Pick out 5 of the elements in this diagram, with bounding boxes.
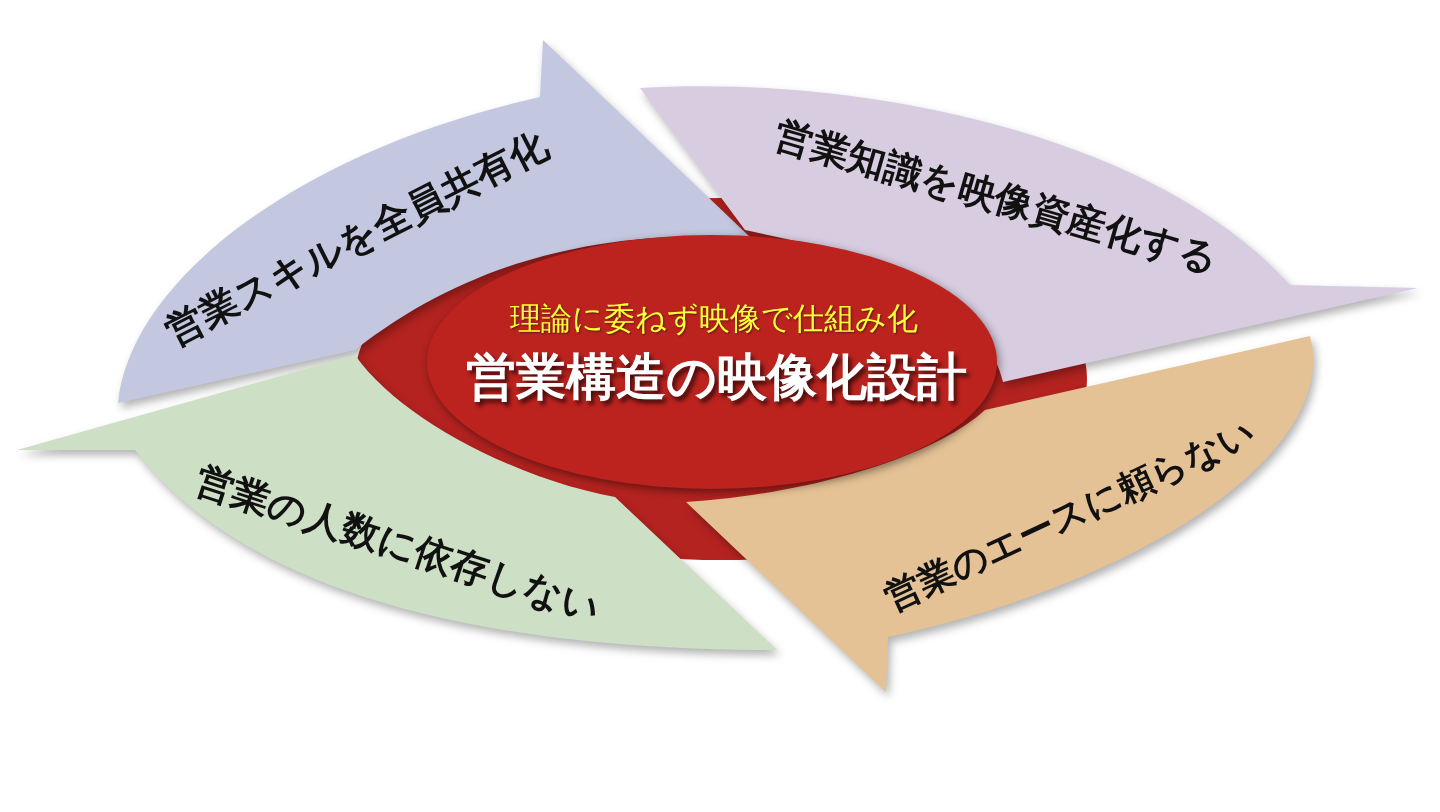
hub-title: 営業構造の映像化設計	[465, 350, 967, 404]
hub-subtitle: 理論に委ねず映像で仕組み化	[510, 301, 918, 335]
segment-label: 営業のエースに頼らない	[879, 412, 1261, 618]
segment-label: 営業知識を映像資産化する	[769, 115, 1223, 281]
segment-label: 営業の人数に依存しない	[190, 460, 606, 630]
